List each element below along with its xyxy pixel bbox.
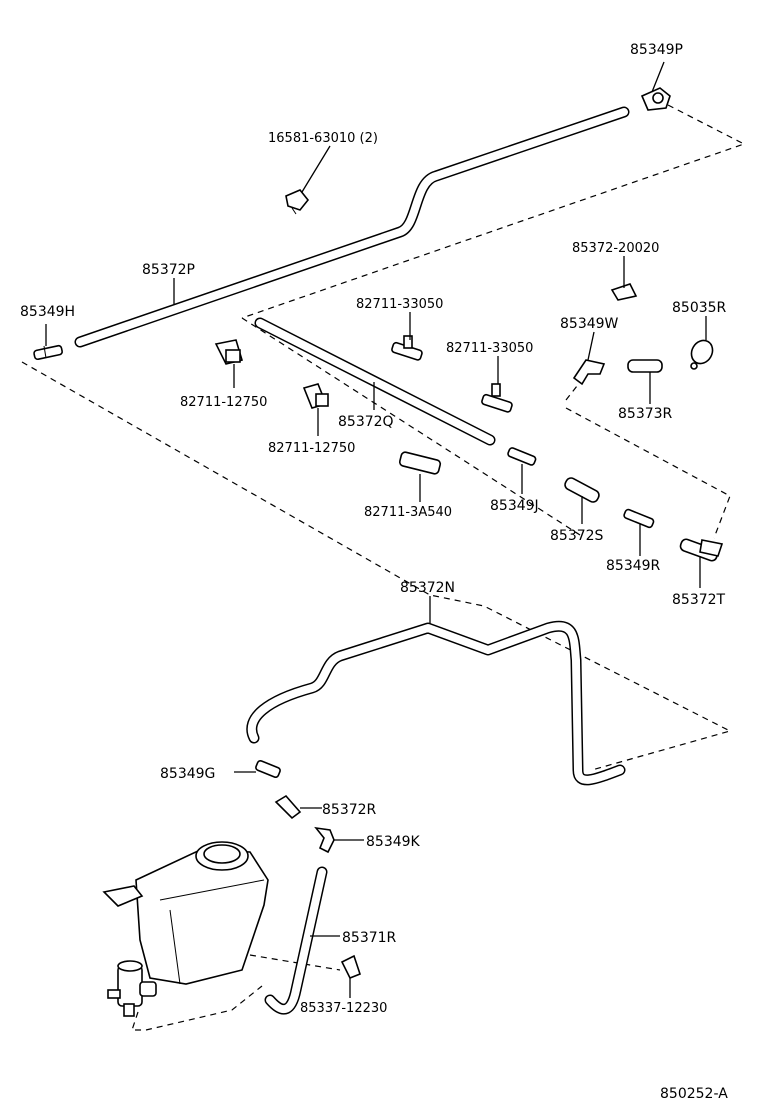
label-16581-63010: 16581-63010 (2) [268, 131, 378, 146]
connector-85349r-icon [623, 508, 655, 529]
label-85349h: 85349H [20, 304, 75, 320]
label-82711-33050-a: 82711-33050 [356, 297, 443, 312]
clip-16581-icon [285, 189, 310, 215]
label-82711-12750-a: 82711-12750 [180, 395, 267, 410]
label-85349p: 85349P [630, 42, 683, 58]
connector-85349h-icon [33, 344, 63, 361]
label-85371r: 85371R [342, 930, 397, 946]
label-82711-3a540: 82711-3A540 [364, 505, 452, 520]
label-85035r: 85035R [672, 300, 727, 316]
label-85349r: 85349R [606, 558, 661, 574]
clamp-82711-12750a-icon [214, 339, 244, 365]
figure-code: 850252-A [660, 1086, 728, 1102]
dashed-outlines [21, 104, 746, 1031]
label-85337-12230: 85337-12230 [300, 1001, 387, 1016]
label-85372r: 85372R [322, 802, 377, 818]
elbow-85349k-icon [314, 826, 335, 854]
leader-lines [45, 61, 707, 998]
washer-tank-icon [102, 841, 269, 1017]
label-85372s: 85372S [550, 528, 604, 544]
label-85349w: 85349W [560, 316, 619, 332]
clip-85337-12230-icon [340, 954, 361, 980]
label-85372-20020: 85372-20020 [572, 241, 659, 256]
label-85349k: 85349K [366, 834, 421, 850]
label-85373r: 85373R [618, 406, 673, 422]
clamp-82711-3a540-icon [398, 451, 442, 475]
label-82711-12750-b: 82711-12750 [268, 441, 355, 456]
label-82711-33050-b: 82711-33050 [446, 341, 533, 356]
label-85349g: 85349G [160, 766, 215, 782]
hose-85372t-icon [679, 538, 724, 562]
hose-85371r [264, 866, 328, 1015]
hose-85372p [74, 106, 630, 348]
hose-85372q [254, 317, 496, 446]
label-85372q: 85372Q [338, 414, 394, 430]
connector-85349g-icon [255, 759, 281, 779]
clamp-82711-12750b-icon [302, 383, 329, 409]
hose-85372r-icon [274, 794, 302, 820]
nozzle-85349p-icon [640, 87, 671, 111]
hose-85372n [246, 620, 626, 786]
nozzle-85035r-icon [690, 339, 714, 370]
part-labels: 85349P 16581-63010 (2) 85372P 85349H 853… [20, 42, 728, 1102]
clamp-82711-33050b-icon [481, 383, 513, 413]
label-85372n: 85372N [400, 580, 455, 596]
clamp-82711-33050a-icon [391, 335, 423, 361]
label-85349j: 85349J [490, 498, 539, 514]
label-85372t: 85372T [672, 592, 726, 608]
hose-85373r-icon [627, 359, 663, 373]
label-85372p: 85372P [142, 262, 195, 278]
connector-85349j-icon [507, 447, 537, 466]
hose-85372s-icon [564, 477, 600, 503]
elbow-85349w-icon [572, 359, 606, 386]
